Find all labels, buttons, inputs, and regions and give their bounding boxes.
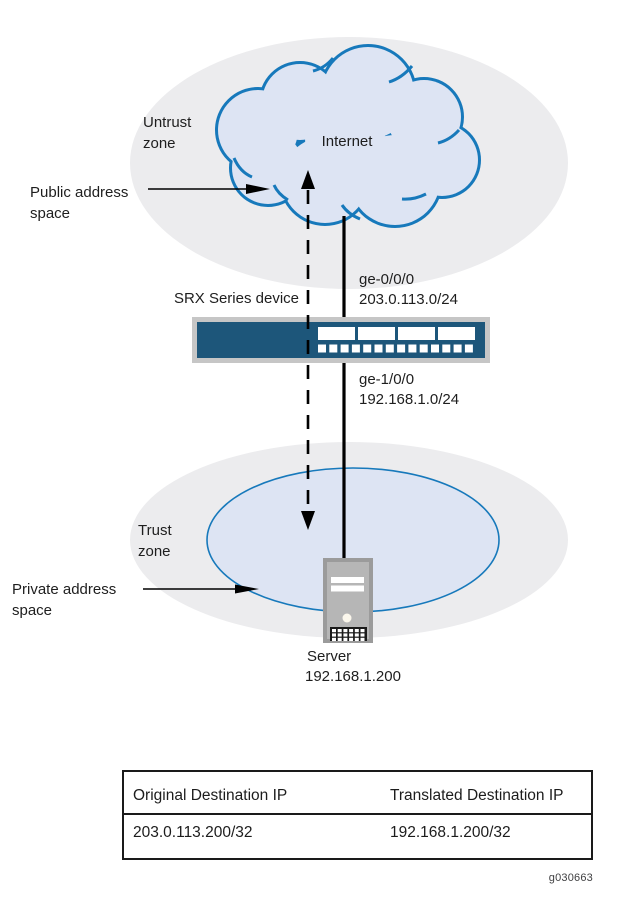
figure-id-label: g030663 — [548, 872, 593, 884]
server-icon — [323, 558, 373, 643]
public-address-label: Public address — [30, 184, 128, 201]
arrowhead-up-icon — [301, 170, 315, 189]
server-vent-grid — [332, 629, 365, 641]
ge1-interface-label: ge-1/0/0 — [359, 371, 414, 388]
device-port-row — [318, 327, 475, 353]
nat-flow-dashed-arrow — [301, 170, 315, 530]
internet-label: Internet — [322, 133, 374, 150]
server-label: Server — [307, 648, 351, 665]
nat-table-header-translated: Translated Destination IP — [390, 787, 564, 804]
ge0-interface-label: ge-0/0/0 — [359, 271, 414, 288]
nat-table-cell-original-ip: 203.0.113.200/32 — [133, 824, 253, 841]
nat-table: Original Destination IP Translated Desti… — [122, 770, 593, 860]
srx-device-label: SRX Series device — [174, 290, 299, 307]
untrust-zone-label: Untrust — [143, 114, 192, 131]
private-address-pointer-arrow — [143, 584, 259, 594]
private-address-label-line2: space — [12, 602, 52, 619]
ge1-subnet-label: 192.168.1.0/24 — [359, 391, 459, 408]
arrowhead-down-icon — [301, 511, 315, 530]
server-ip-label: 192.168.1.200 — [305, 668, 401, 685]
nat-table-cell-translated-ip: 192.168.1.200/32 — [390, 824, 511, 841]
public-address-pointer-arrow — [148, 184, 270, 194]
trust-zone-label: Trust — [138, 522, 172, 539]
nat-table-header-original: Original Destination IP — [133, 787, 288, 804]
public-address-label-line2: space — [30, 205, 70, 222]
nat-table-data-row: 203.0.113.200/32 192.168.1.200/32 — [124, 815, 591, 858]
untrust-zone-label-line2: zone — [143, 135, 176, 152]
ge0-subnet-label: 203.0.113.0/24 — [359, 291, 458, 308]
srx-device-icon — [192, 317, 490, 363]
nat-table-header-row: Original Destination IP Translated Desti… — [124, 772, 591, 815]
trust-zone-label-line2: zone — [138, 543, 171, 560]
private-address-label: Private address — [12, 581, 116, 598]
internet-cloud-icon — [215, 44, 481, 228]
